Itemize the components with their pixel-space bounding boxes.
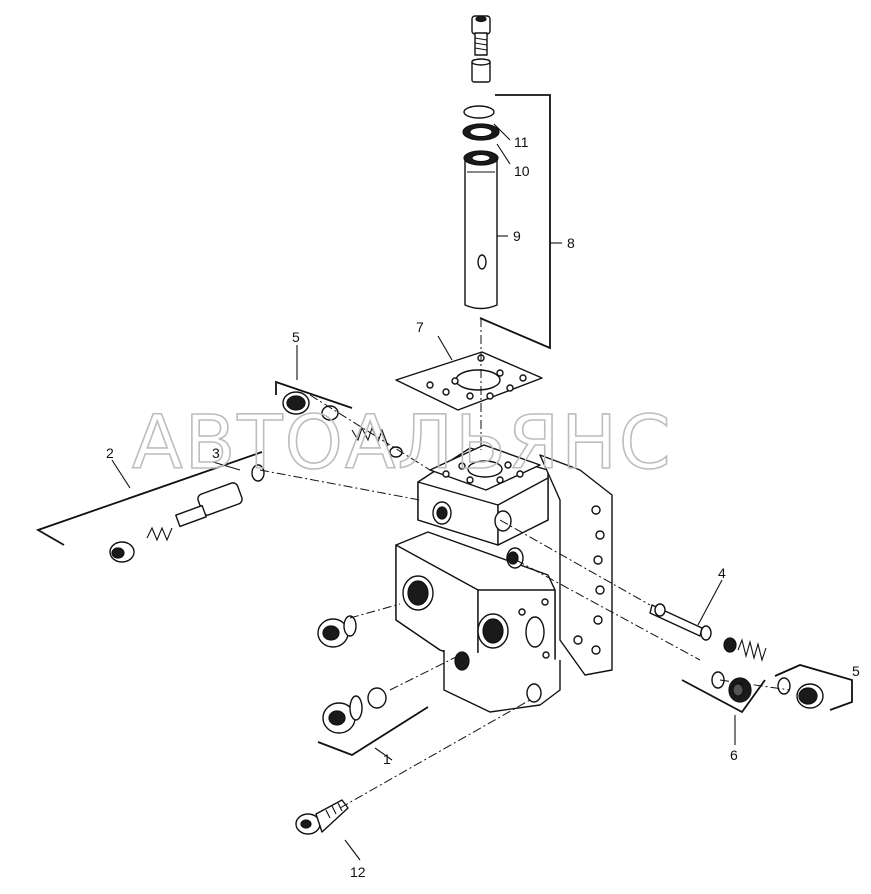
bracket-1 [317, 706, 429, 757]
bracket-5-right [774, 664, 853, 711]
callout-8: 8 [567, 235, 575, 251]
o-ring-11 [463, 105, 495, 119]
plug-5-right [777, 677, 824, 709]
callout-5-right: 5 [852, 663, 860, 679]
plug-1-lower [322, 687, 387, 734]
plug-6 [711, 671, 752, 703]
callout-6: 6 [730, 747, 738, 763]
callout-9: 9 [513, 228, 521, 244]
valve-4 [649, 603, 767, 662]
callout-1: 1 [383, 751, 391, 767]
top-bolt [471, 15, 491, 56]
piston-9 [463, 150, 499, 310]
callout-11: 11 [514, 134, 529, 150]
bracket-2 [35, 451, 263, 546]
callout-3: 3 [212, 445, 220, 461]
bracket-5-left [275, 380, 353, 409]
callout-7: 7 [416, 319, 424, 335]
seal-10 [462, 123, 500, 141]
bolt-12 [295, 799, 349, 835]
bracket-8 [479, 94, 551, 350]
watermark-text: АВТОАЛЬЯНС [132, 400, 673, 486]
bracket-6 [681, 679, 766, 714]
callout-4: 4 [718, 565, 726, 581]
valve-body [395, 444, 613, 713]
top-bushing [471, 58, 491, 83]
callout-5-left: 5 [292, 329, 300, 345]
spring-3 [251, 426, 403, 482]
plug-5-left [282, 391, 339, 421]
callout-12: 12 [350, 864, 366, 880]
gasket-7 [395, 351, 543, 411]
valve-assembly-2 [109, 482, 243, 563]
callout-10: 10 [514, 163, 530, 179]
callout-2: 2 [106, 445, 114, 461]
plug-1-upper [317, 615, 357, 648]
